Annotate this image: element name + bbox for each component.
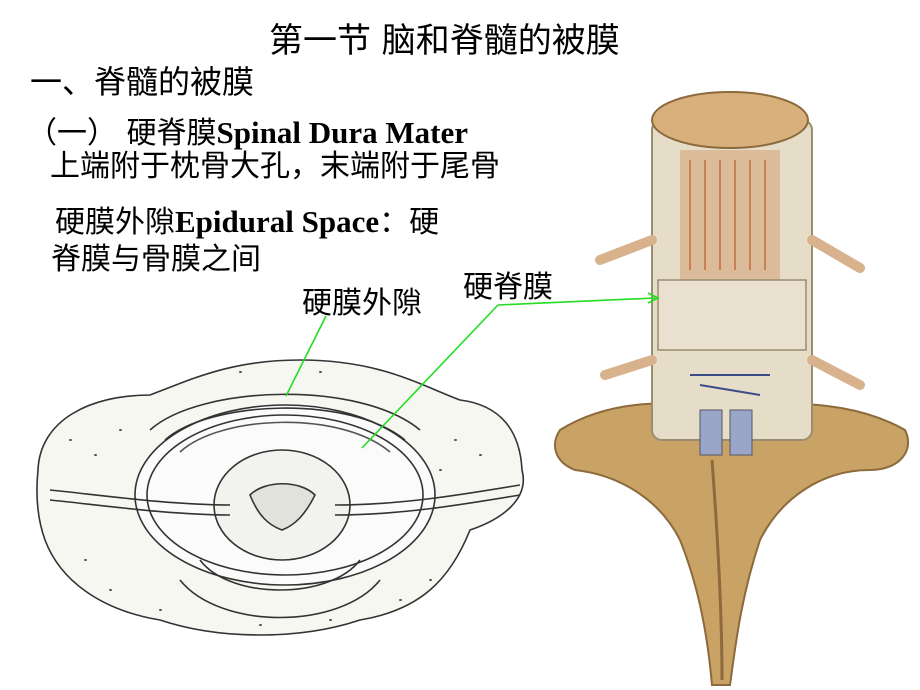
- attachment-text: 上端附于枕骨大孔，末端附于尾骨: [50, 149, 500, 184]
- dura-pointer-line-left: [361, 304, 499, 449]
- subsection-heading: （一） 硬脊膜Spinal Dura Mater: [27, 117, 468, 149]
- dura-pointer-arrowhead: [647, 292, 660, 304]
- dura-pointer-line-right: [497, 297, 656, 306]
- epidural-definition: 硬膜外隙Epidural Space：硬: [55, 206, 439, 238]
- dura-mater-anatomy-illustration: [554, 91, 910, 686]
- pointer-lines: [285, 292, 660, 449]
- label-spinal-dura: 硬脊膜: [463, 270, 553, 305]
- subheading-cn: （一） 硬脊膜: [27, 116, 217, 151]
- epidural-tail: ：硬: [379, 205, 440, 240]
- spinal-cross-section-drawing: [36, 359, 525, 636]
- subheading-en: Spinal Dura Mater: [216, 115, 468, 150]
- label-epidural-space: 硬膜外隙: [302, 286, 422, 321]
- epidural-cn: 硬膜外隙: [55, 205, 175, 240]
- epidural-pointer-line: [285, 315, 327, 397]
- section-heading: 一、脊髓的被膜: [30, 63, 255, 101]
- slide-title: 第一节 脑和脊髓的被膜: [269, 21, 620, 61]
- epidural-en: Epidural Space: [175, 204, 380, 239]
- epidural-definition-cont: 脊膜与骨膜之间: [51, 242, 261, 277]
